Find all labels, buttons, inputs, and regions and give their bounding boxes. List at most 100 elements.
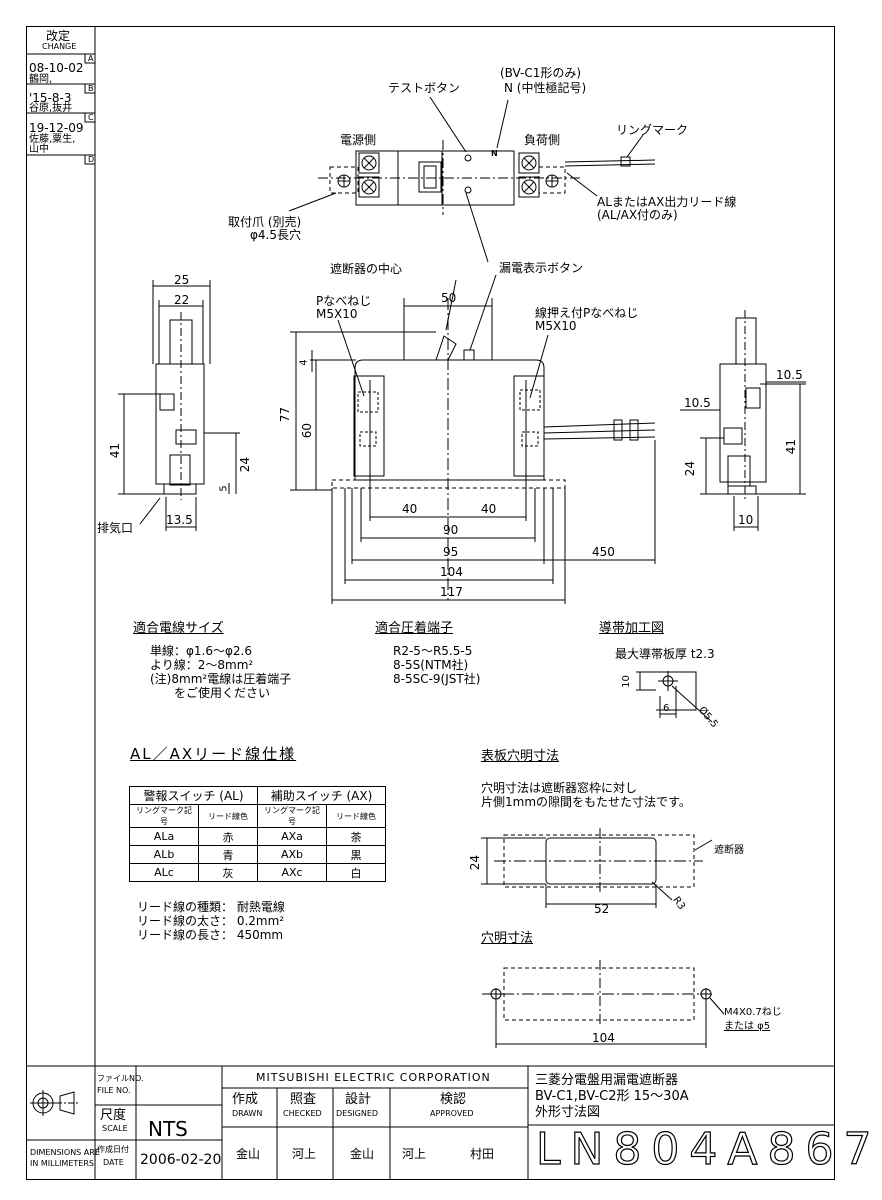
sub-color-ax: リード線色 — [326, 804, 386, 828]
revision-names-c-1: 佐藤,粟生, — [29, 134, 76, 145]
dim-50: 50 — [441, 291, 457, 305]
sub-ring-ax: リングマーク記号 — [257, 804, 327, 828]
dim-22: 22 — [174, 293, 190, 307]
dim-41-right: 41 — [784, 438, 799, 455]
crimp-line1: R2-5～R5.5-5 — [393, 644, 473, 658]
lead-wire-table: 警報スイッチ (AL) 補助スイッチ (AX) リングマーク記号 リード線色 リ… — [129, 786, 386, 882]
sub-color-al: リード線色 — [198, 804, 258, 828]
scale-jp: 尺度 — [100, 1108, 127, 1123]
dim-24-left: 24 — [238, 456, 253, 473]
approved-en: APPROVED — [430, 1109, 474, 1118]
ax-code: AXc — [257, 863, 327, 882]
crimp-line3: 8-5SC-9(JST社) — [393, 672, 481, 686]
revision-date-a: 08-10-02 — [29, 61, 84, 75]
lead-type: リード線の種類： 耐熱電線 — [137, 900, 285, 914]
col-ax-header: 補助スイッチ (AX) — [257, 786, 386, 805]
ax-code: AXa — [257, 827, 327, 846]
dim-41-left: 41 — [108, 442, 123, 459]
crimp-line2: 8-5S(NTM社) — [393, 658, 469, 672]
wire-screw-size: M5X10 — [535, 319, 577, 333]
dim-24-right: 24 — [683, 460, 698, 477]
al-code: ALc — [129, 863, 199, 882]
wire-size-line3: (注)8mm²電線は圧着端子 — [150, 672, 292, 686]
al-color: 灰 — [198, 863, 258, 882]
hole-title: 穴明寸法 — [481, 931, 534, 946]
al-code: ALa — [129, 827, 199, 846]
product-doc-type: 外形寸法図 — [535, 1105, 601, 1120]
busbar-dim-10: 10 — [620, 675, 632, 688]
revision-header: 改定 — [46, 29, 71, 43]
sub-ring-al: リングマーク記号 — [129, 804, 199, 828]
wire-size-line4: をご使用ください — [174, 686, 271, 700]
ax-color: 茶 — [326, 827, 386, 846]
wire-screw-label: 線押え付Pなべねじ — [535, 306, 639, 320]
busbar-dim-6: 6 — [663, 703, 670, 714]
dim-40-left: 40 — [402, 502, 418, 516]
col-al-header: 警報スイッチ (AL) — [129, 786, 258, 805]
ring-mark-label: リングマーク — [616, 123, 689, 137]
lead-length: リード線の長さ： 450mm — [137, 928, 284, 942]
product-model: BV-C1,BV-C2形 15～30A — [535, 1089, 689, 1104]
approved-jp: 検認 — [440, 1092, 467, 1107]
mount-hole-label: φ4.5長穴 — [250, 228, 302, 242]
revision-names-c-2: 山中 — [29, 144, 49, 155]
drawn-en: DRAWN — [232, 1109, 263, 1118]
wire-size-line2: より線：2～8mm² — [150, 658, 254, 672]
dim-90: 90 — [443, 523, 459, 537]
dim-40-right: 40 — [481, 502, 497, 516]
revision-header-en: CHANGE — [42, 42, 77, 51]
al-color: 青 — [198, 845, 258, 864]
hole-screw-2: または φ5 — [724, 1021, 771, 1032]
dim-60: 60 — [300, 422, 315, 439]
revision-date-c: 19-12-09 — [29, 121, 84, 135]
revision-letter-a: A — [88, 54, 94, 63]
bvc1-only-label: (BV-C1形のみ) — [500, 66, 582, 80]
panel-dim-24: 24 — [468, 854, 483, 871]
neutral-label: N (中性極記号) — [504, 81, 587, 95]
leak-button-label: 漏電表示ボタン — [499, 261, 584, 275]
drawing-linework — [26, 26, 835, 1180]
dims-note-2: IN MILLIMETERS — [30, 1159, 94, 1168]
company-name: MITSUBISHI ELECTRIC CORPORATION — [256, 1071, 491, 1084]
designed-jp: 設計 — [345, 1092, 372, 1107]
test-button-label: テストボタン — [388, 81, 461, 95]
drawing-number: LN804A867 — [535, 1123, 882, 1175]
ax-color: 白 — [326, 863, 386, 882]
mount-claw-label: 取付爪 (別売) — [228, 215, 302, 229]
al-spec-title: AL／AXリード線仕様 — [130, 745, 297, 763]
checked-jp: 照査 — [290, 1092, 317, 1107]
approved-by-1: 河上 — [402, 1147, 427, 1161]
ax-lead-label-2: (AL/AX付のみ) — [597, 208, 678, 222]
dim-104: 104 — [440, 565, 463, 579]
revision-letter-c: C — [88, 113, 94, 122]
dim-450: 450 — [592, 545, 615, 559]
drawing-frame — [26, 26, 835, 1180]
breaker-center-label: 遮断器の中心 — [330, 262, 403, 276]
designed-en: DESIGNED — [336, 1109, 379, 1118]
dim-4: 4 — [298, 359, 310, 366]
wire-size-line1: 単線：φ1.6～φ2.6 — [150, 644, 253, 658]
crimp-title: 適合圧着端子 — [375, 621, 454, 636]
wire-size-title: 適合電線サイズ — [133, 621, 224, 636]
exhaust-label: 排気口 — [97, 521, 134, 535]
revision-date-b: '15-8-3 — [29, 91, 72, 105]
source-side-label: 電源側 — [340, 133, 377, 147]
designed-by: 金山 — [350, 1147, 375, 1161]
panel-breaker-label: 遮断器 — [714, 845, 744, 856]
ax-code: AXb — [257, 845, 327, 864]
approved-by-2: 村田 — [470, 1147, 495, 1161]
checked-by: 河上 — [292, 1147, 317, 1161]
lead-thickness: リード線の太さ： 0.2mm² — [137, 914, 285, 928]
panel-note-2: 片側1mmの隙間をもたせた寸法です。 — [481, 795, 691, 809]
ax-color: 黒 — [326, 845, 386, 864]
drawn-jp: 作成 — [232, 1092, 259, 1107]
hole-dim-104: 104 — [592, 1031, 615, 1045]
file-no-jp: ファイルNO. — [97, 1074, 144, 1083]
dim-77: 77 — [278, 406, 293, 423]
revision-letter-b: B — [88, 84, 94, 93]
file-no-en: FILE NO. — [97, 1086, 131, 1095]
dim-10: 10 — [738, 513, 754, 527]
dim-117: 117 — [440, 585, 463, 599]
busbar-title: 導帯加工図 — [599, 621, 665, 636]
table-row: ALb 青 AXb 黒 — [129, 845, 386, 864]
